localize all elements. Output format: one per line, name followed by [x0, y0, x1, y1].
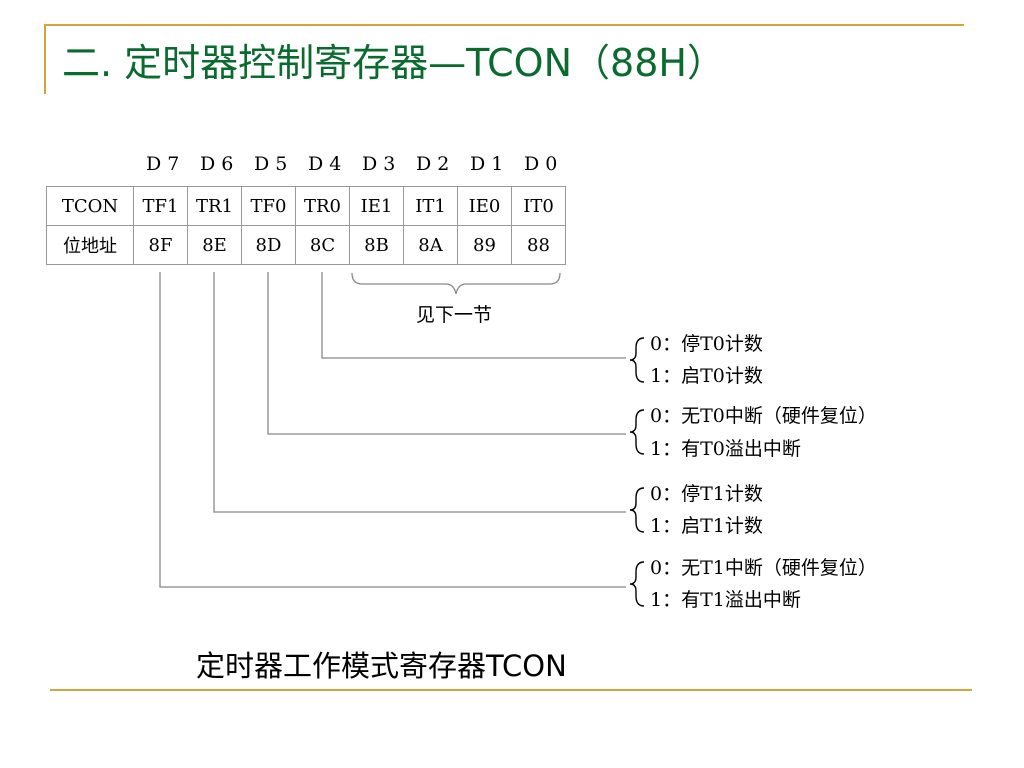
address-cell: 8D	[241, 225, 296, 265]
bit-label-d4: D 4	[308, 153, 342, 175]
tcon-register-table: TCON TF1 TR1 TF0 TR0 IE1 IT1 IE0 IT0 位地址…	[46, 186, 566, 265]
connector-tr0	[321, 272, 626, 359]
brace-icon-tf0	[629, 409, 645, 455]
bit-label-d1: D 1	[470, 153, 504, 175]
bottom-rule	[50, 689, 972, 691]
address-label-cell: 位地址	[46, 225, 134, 265]
connector-tr1	[213, 272, 626, 513]
bit-cell-tr0: TR0	[295, 186, 350, 226]
top-rule	[44, 24, 964, 26]
tr0-desc-0: 0：停T0计数	[650, 333, 763, 355]
bit-cell-it1: IT1	[403, 186, 458, 226]
table-row: 位地址 8F 8E 8D 8C 8B 8A 89 88	[46, 225, 566, 265]
brace-icon-tr1	[629, 487, 645, 533]
tr1-desc-1: 1：启T1计数	[650, 515, 763, 537]
bit-label-d6: D 6	[200, 153, 234, 175]
tr0-desc-1: 1：启T0计数	[650, 365, 763, 387]
tf1-desc-0: 0：无T1中断（硬件复位）	[650, 557, 877, 579]
address-cell: 88	[511, 225, 566, 265]
bit-label-d3: D 3	[362, 153, 396, 175]
bit-label-d0: D 0	[524, 153, 558, 175]
address-cell: 8C	[295, 225, 350, 265]
left-rule	[44, 24, 46, 94]
bit-cell-tf0: TF0	[241, 186, 296, 226]
horizontal-brace	[351, 272, 561, 295]
bit-cell-ie1: IE1	[349, 186, 404, 226]
address-cell: 8B	[349, 225, 404, 265]
connector-tf0	[267, 272, 626, 435]
connector-tf1	[159, 272, 626, 588]
tr1-desc-0: 0：停T1计数	[650, 483, 763, 505]
page-title: 二. 定时器控制寄存器—TCON（88H）	[62, 41, 725, 85]
bit-cell-tf1: TF1	[133, 186, 188, 226]
see-next-section-label: 见下一节	[416, 304, 493, 326]
tf0-desc-1: 1：有T0溢出中断	[650, 438, 801, 460]
bit-label-d7: D 7	[146, 153, 180, 175]
bit-label-d2: D 2	[416, 153, 450, 175]
tf1-desc-1: 1：有T1溢出中断	[650, 589, 801, 611]
figure-caption: 定时器工作模式寄存器TCON	[196, 649, 567, 683]
address-cell: 8F	[133, 225, 188, 265]
address-cell: 89	[457, 225, 512, 265]
brace-icon-tr0	[629, 337, 645, 383]
brace-icon-tf1	[629, 561, 645, 607]
bit-label-d5: D 5	[254, 153, 288, 175]
tf0-desc-0: 0：无T0中断（硬件复位）	[650, 405, 877, 427]
bit-cell-it0: IT0	[511, 186, 566, 226]
address-cell: 8A	[403, 225, 458, 265]
address-cell: 8E	[187, 225, 242, 265]
